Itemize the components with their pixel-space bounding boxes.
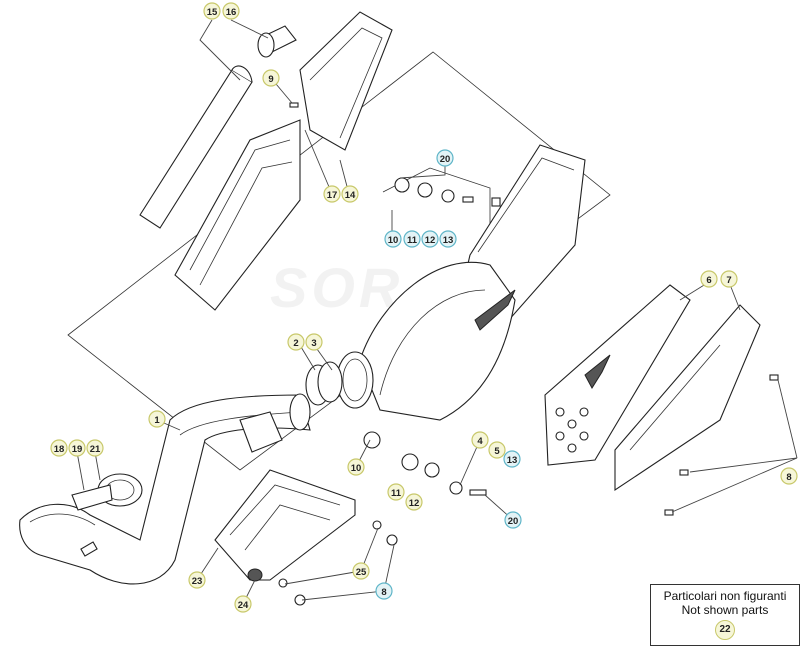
svg-text:10: 10 <box>351 463 362 474</box>
hardware-group-outline <box>382 167 491 230</box>
svg-text:5: 5 <box>494 446 500 457</box>
svg-text:11: 11 <box>391 488 402 499</box>
not-shown-parts-box: Particolari non figuranti Not shown part… <box>650 584 800 646</box>
svg-text:15: 15 <box>207 7 218 18</box>
callout-18[interactable]: 18 <box>50 439 68 457</box>
callout-4[interactable]: 4 <box>471 431 489 449</box>
callout-15[interactable]: 15 <box>203 2 221 20</box>
callout-10-lower[interactable]: 10 <box>347 458 365 476</box>
callout-20-lower[interactable]: 20 <box>504 511 522 529</box>
silencer <box>336 144 586 421</box>
callout-5[interactable]: 5 <box>488 441 506 459</box>
svg-text:20: 20 <box>508 516 519 527</box>
svg-text:25: 25 <box>356 567 367 578</box>
svg-text:1: 1 <box>154 415 160 426</box>
svg-text:7: 7 <box>726 275 731 286</box>
svg-text:18: 18 <box>54 444 65 455</box>
svg-text:6: 6 <box>706 275 711 286</box>
callout-19[interactable]: 19 <box>68 439 86 457</box>
header-pipe <box>19 393 311 585</box>
sleeve-tube <box>139 25 297 229</box>
not-shown-parts-label-en: Not shown parts <box>681 603 769 617</box>
callout-22[interactable]: 22 <box>715 620 735 640</box>
callout-6[interactable]: 6 <box>700 270 718 288</box>
hardware-washers <box>278 102 779 606</box>
callout-12-lower[interactable]: 12 <box>405 493 423 511</box>
svg-text:9: 9 <box>268 74 273 85</box>
svg-text:23: 23 <box>192 576 203 587</box>
svg-text:10: 10 <box>388 235 399 246</box>
svg-text:20: 20 <box>440 154 451 165</box>
watermark: SOR <box>270 256 404 319</box>
svg-text:2: 2 <box>293 338 298 349</box>
svg-text:13: 13 <box>443 235 454 246</box>
callout-10-upper[interactable]: 10 <box>384 230 402 248</box>
callout-14[interactable]: 14 <box>341 185 359 203</box>
heat-shield-upper <box>174 11 393 311</box>
svg-text:24: 24 <box>238 600 249 611</box>
svg-text:12: 12 <box>425 235 436 246</box>
svg-text:19: 19 <box>72 444 83 455</box>
callout-13-lower[interactable]: 13 <box>503 450 521 468</box>
callout-13-upper[interactable]: 13 <box>439 230 457 248</box>
callout-25[interactable]: 25 <box>352 562 370 580</box>
callout-12-upper[interactable]: 12 <box>421 230 439 248</box>
svg-text:12: 12 <box>409 498 420 509</box>
svg-text:4: 4 <box>477 436 483 447</box>
gasket-rings <box>305 361 343 406</box>
callout-24[interactable]: 24 <box>234 595 252 613</box>
exhaust-flange <box>71 473 143 557</box>
not-shown-parts-label-it: Particolari non figuranti <box>663 589 787 603</box>
callout-8-lower[interactable]: 8 <box>375 582 393 600</box>
callout-2[interactable]: 2 <box>287 333 305 351</box>
svg-text:8: 8 <box>786 472 791 483</box>
callout-9[interactable]: 9 <box>262 69 280 87</box>
callout-8-right[interactable]: 8 <box>780 467 798 485</box>
callout-21[interactable]: 21 <box>86 439 104 457</box>
svg-text:3: 3 <box>311 338 316 349</box>
callout-1[interactable]: 1 <box>148 410 166 428</box>
svg-text:11: 11 <box>407 235 418 246</box>
svg-text:21: 21 <box>90 444 101 455</box>
svg-text:17: 17 <box>327 190 338 201</box>
callout-11-upper[interactable]: 11 <box>403 230 421 248</box>
mounting-bracket <box>214 469 356 582</box>
callout-16[interactable]: 16 <box>222 2 240 20</box>
svg-text:14: 14 <box>345 190 356 201</box>
callout-17[interactable]: 17 <box>323 185 341 203</box>
callout-23[interactable]: 23 <box>188 571 206 589</box>
callout-11-lower[interactable]: 11 <box>387 483 405 501</box>
callout-7[interactable]: 7 <box>720 270 738 288</box>
callout-20-upper[interactable]: 20 <box>436 149 454 167</box>
rear-bracket <box>544 284 761 492</box>
svg-text:8: 8 <box>381 587 386 598</box>
svg-text:16: 16 <box>226 7 237 18</box>
svg-text:13: 13 <box>507 455 518 466</box>
callout-3[interactable]: 3 <box>305 333 323 351</box>
